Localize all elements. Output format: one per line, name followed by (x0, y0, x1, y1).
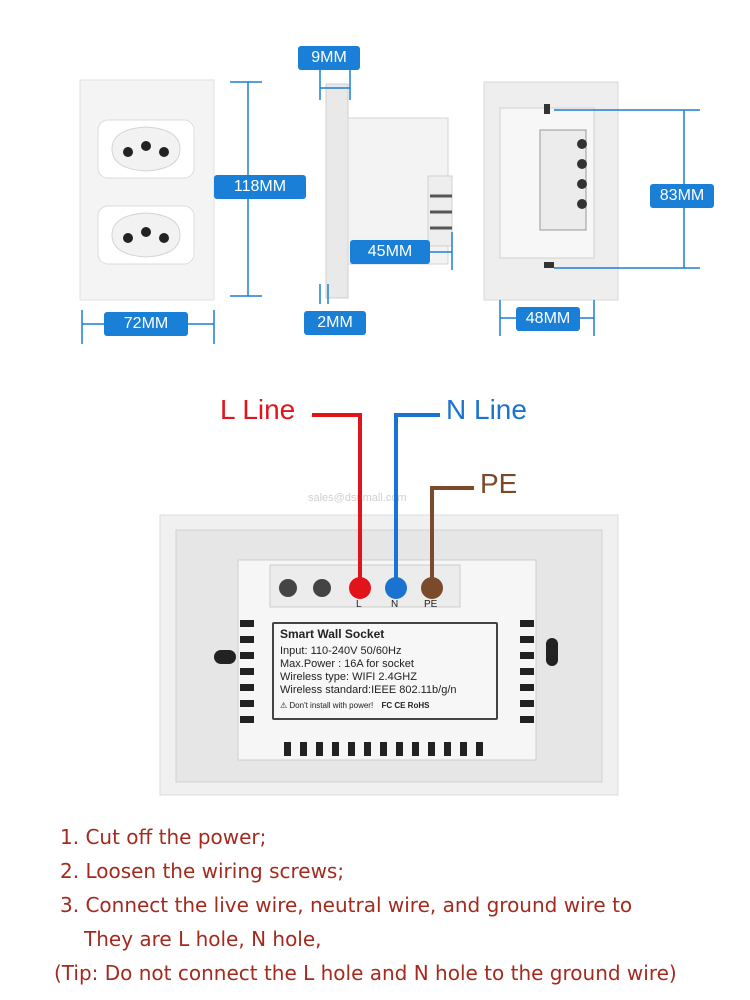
thickness-badge: 9MM (298, 46, 360, 70)
dimension-drawings (79, 70, 700, 344)
step-1: 1. Cut off the power; (60, 825, 267, 849)
depth-badge: 45MM (350, 240, 430, 264)
spec-warning: Don't install with power! (289, 701, 374, 710)
step-2: 2. Loosen the wiring screws; (60, 859, 345, 883)
front-view (79, 79, 262, 344)
step-3: 3. Connect the live wire, neutral wire, … (60, 893, 633, 917)
tip: (Tip: Do not connect the L hole and N ho… (54, 961, 677, 985)
cert-marks: FC CE RoHS (381, 701, 430, 710)
right-slots (520, 620, 534, 723)
l-line-label: L Line (220, 394, 296, 425)
height-badge: 118MM (214, 175, 306, 199)
terminal-n (385, 577, 407, 599)
step-3-continued: They are L hole, N hole, (84, 927, 322, 951)
module-height-badge: 83MM (650, 184, 714, 208)
spec-input: Input: 110-240V 50/60Hz (280, 645, 402, 657)
n-wire (394, 413, 440, 588)
spec-power: Max.Power : 16A for socket (280, 658, 414, 670)
back-view (483, 81, 700, 336)
left-slots (240, 620, 254, 723)
pe-label: PE (480, 468, 518, 499)
screw-1 (279, 579, 297, 597)
mounting-hole-left (214, 650, 236, 664)
terminal-l-letter: L (356, 599, 362, 610)
instructions: 1. Cut off the power; 2. Loosen the wiri… (54, 820, 740, 990)
spec-title: Smart Wall Socket (280, 627, 385, 641)
screw-2 (313, 579, 331, 597)
module-width-badge: 48MM (516, 307, 580, 331)
mounting-hole-right (546, 638, 558, 666)
spec-wireless-standard: Wireless standard:IEEE 802.11b/g/n (280, 684, 457, 696)
terminal-pe-letter: PE (424, 599, 438, 610)
plate-badge: 2MM (304, 311, 366, 335)
watermark: sales@dsumall.com (308, 492, 407, 504)
warning-icon: ⚠ (280, 701, 288, 710)
spec-label: Smart Wall Socket Input: 110-240V 50/60H… (272, 622, 498, 720)
spec-wireless-type: Wireless type: WIFI 2.4GHZ (280, 671, 417, 683)
bottom-slots (284, 742, 483, 756)
n-line-label: N Line (446, 394, 527, 425)
terminal-pe (421, 577, 443, 599)
l-wire (312, 413, 362, 588)
width-badge: 72MM (104, 312, 188, 336)
wiring-diagram (159, 413, 619, 796)
side-view (319, 70, 453, 304)
terminal-l (349, 577, 371, 599)
pe-wire (430, 486, 474, 588)
terminal-n-letter: N (391, 599, 399, 610)
